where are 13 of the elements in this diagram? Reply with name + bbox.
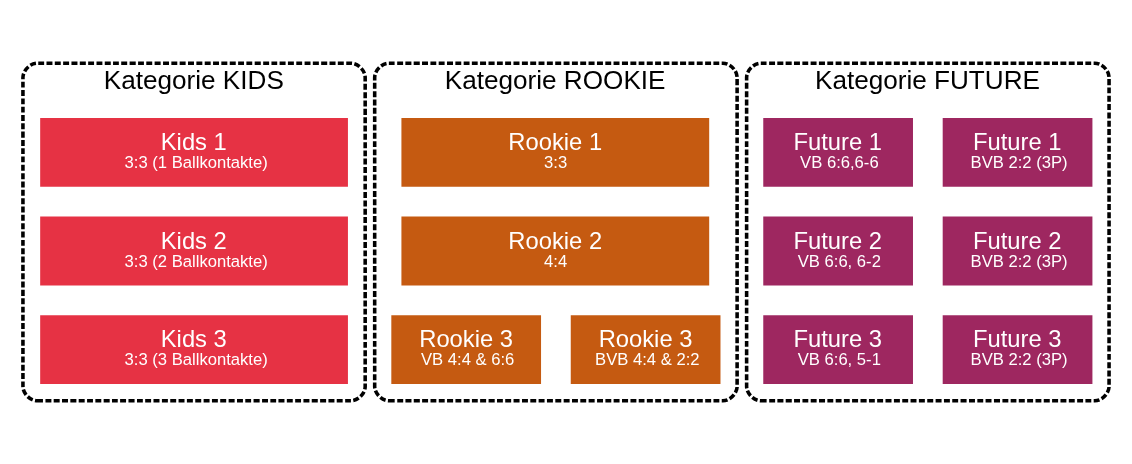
node-box: Rookie 1 3:3 (401, 117, 710, 187)
node-box: Future 2 VB 6:6, 6-2 (763, 216, 913, 286)
node-box: Kids 2 3:3 (2 Ballkontakte) (40, 216, 348, 286)
node-box: Future 1 BVB 2:2 (3P) (942, 117, 1093, 187)
node-box: Future 3 BVB 2:2 (3P) (942, 315, 1093, 385)
node-box: Kids 1 3:3 (1 Ballkontakte) (40, 117, 348, 187)
node-box: Rookie 3 BVB 4:4 & 2:2 (570, 315, 721, 385)
node-box: Kids 3 3:3 (3 Ballkontakte) (40, 315, 348, 385)
node-box: Future 2 BVB 2:2 (3P) (942, 216, 1093, 286)
node-box: Rookie 3 VB 4:4 & 6:6 (391, 315, 542, 385)
node-box: Future 1 VB 6:6,6-6 (763, 117, 913, 187)
node-box: Rookie 2 4:4 (401, 216, 710, 286)
node-box: Future 3 VB 6:6, 5-1 (763, 315, 913, 385)
